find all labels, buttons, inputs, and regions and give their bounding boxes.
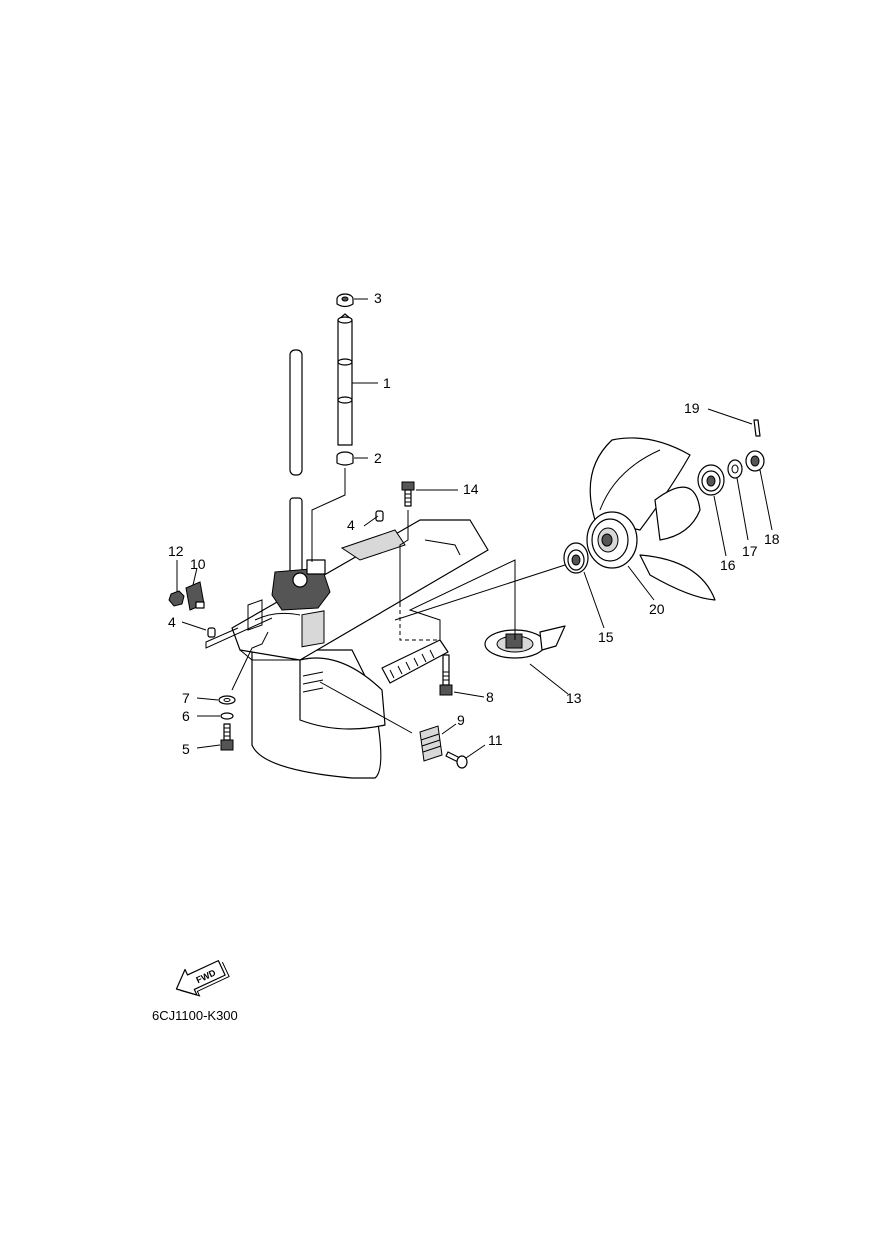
callout-16: 16 <box>720 557 736 573</box>
callout-14: 14 <box>463 481 479 497</box>
callout-7: 7 <box>182 690 190 706</box>
callout-1: 1 <box>383 375 391 391</box>
part-13-trim-tab <box>484 625 566 659</box>
callout-labels: 3 1 2 14 4 12 10 4 7 6 5 8 9 11 13 15 20… <box>168 290 780 757</box>
part-4-dowel-pin-upper <box>375 510 384 522</box>
propeller-shaft <box>381 639 449 684</box>
callout-17: 17 <box>742 543 758 559</box>
part-14-bolt <box>401 481 415 507</box>
callout-3: 3 <box>374 290 382 306</box>
part-10-anode <box>185 581 205 611</box>
part-2-grommet <box>336 451 354 466</box>
part-6-spring-washer <box>220 712 234 720</box>
leader-lines <box>176 298 773 759</box>
drive-shaft <box>289 349 303 574</box>
callout-6: 6 <box>182 708 190 724</box>
callout-19: 19 <box>684 400 700 416</box>
callout-10: 10 <box>190 556 206 572</box>
part-18-nut <box>745 450 765 472</box>
callout-9: 9 <box>457 712 465 728</box>
fwd-arrow-icon: FWD <box>175 960 230 997</box>
callout-2: 2 <box>374 450 382 466</box>
callout-20: 20 <box>649 601 665 617</box>
part-16-spacer <box>697 464 725 496</box>
callout-15: 15 <box>598 629 614 645</box>
callout-4-lower: 4 <box>168 614 176 630</box>
callout-13: 13 <box>566 690 582 706</box>
lower-casing <box>231 519 489 779</box>
part-8-bolt <box>439 654 453 696</box>
diagram-code: 6CJ1100-K300 <box>152 1008 238 1023</box>
part-4-dowel-pin-lower <box>207 627 216 638</box>
part-12-nut <box>168 590 185 607</box>
callout-11: 11 <box>488 732 503 748</box>
callout-4-upper: 4 <box>347 517 355 533</box>
callout-18: 18 <box>764 531 780 547</box>
part-20-propeller <box>586 437 716 601</box>
callout-12: 12 <box>168 543 184 559</box>
part-1-water-tube <box>337 313 353 446</box>
part-15-thrust-washer <box>563 542 589 574</box>
callout-8: 8 <box>486 689 494 705</box>
part-3-bush <box>336 293 354 308</box>
part-7-washer <box>218 695 236 705</box>
part-5-bolt <box>220 723 234 751</box>
part-11-screw <box>445 751 468 769</box>
part-9-grille <box>419 725 443 762</box>
callout-5: 5 <box>182 741 190 757</box>
part-17-washer <box>727 459 743 479</box>
part-19-cotter-pin <box>753 419 761 437</box>
